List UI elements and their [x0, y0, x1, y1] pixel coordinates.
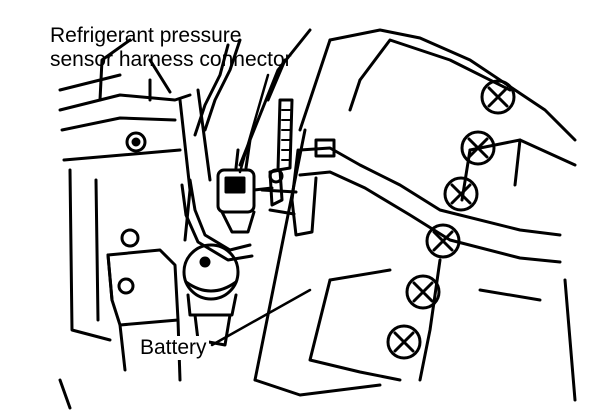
battery-body	[253, 28, 577, 402]
left-frame	[58, 38, 212, 410]
connector-label-line1: Refrigerant pressure	[50, 24, 242, 47]
vent-cap	[405, 274, 441, 310]
vent-cap	[460, 130, 496, 166]
vent-cap	[480, 79, 516, 115]
refrigerant-line	[180, 38, 254, 262]
battery-cable	[260, 138, 562, 264]
pressure-sensor-connector	[216, 28, 312, 234]
vent-cap	[386, 324, 422, 360]
reservoir-cap	[182, 243, 240, 347]
vent-cap	[425, 223, 461, 259]
battery-leader-line	[210, 288, 312, 347]
connector-label-line2: sensor harness connector	[50, 48, 292, 71]
battery-label: Battery	[138, 336, 209, 360]
vent-cap	[443, 176, 479, 212]
connector-leader-line	[238, 73, 270, 174]
connector-label: Refrigerant pressure sensor harness conn…	[50, 24, 292, 72]
